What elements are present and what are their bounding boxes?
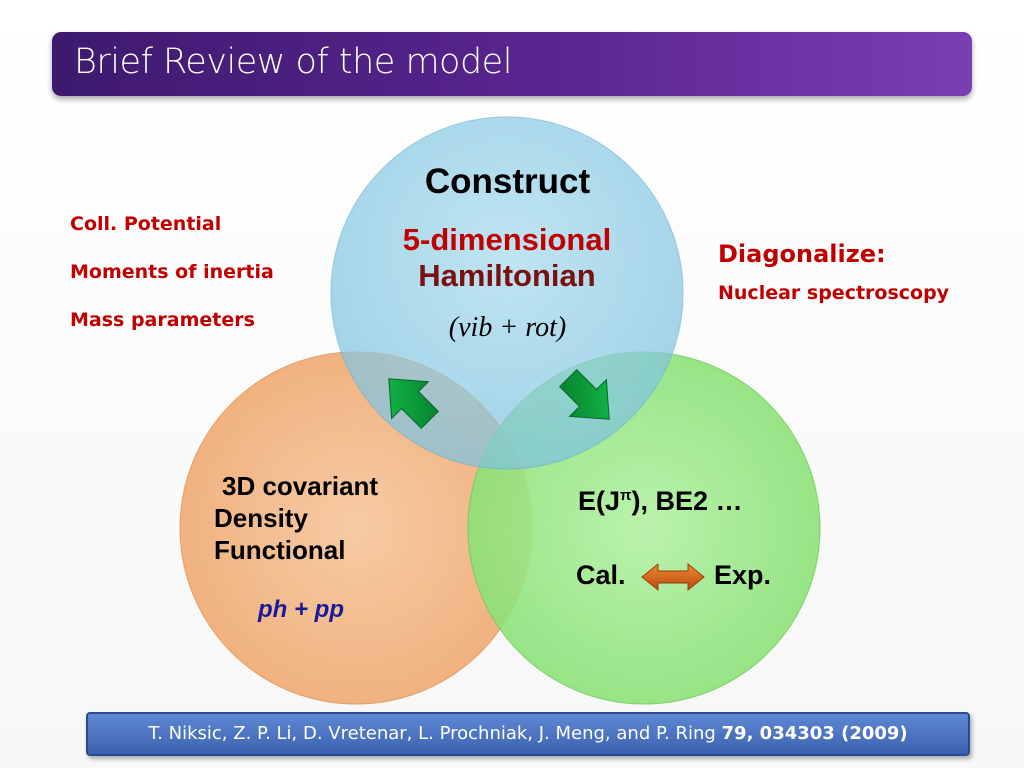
observables-label: E(Jπ), BE2 … [578,486,743,517]
up-right-arrow-icon [388,378,439,429]
down-right-arrow-icon [559,369,610,420]
hamiltonian-line1: 5-dimensional [402,222,612,257]
title-bar: Brief Review of the model [52,32,972,96]
dft-line2: Density [214,503,308,533]
reference-authors: T. Niksic, Z. P. Li, D. Vretenar, L. Pro… [148,723,722,744]
double-arrow-icon [641,562,705,592]
note-coll-potential: Coll. Potential [70,213,222,235]
ph-pp-note: ph + pp [258,596,344,623]
note-moments-of-inertia: Moments of inertia [70,261,274,283]
hamiltonian-line2: Hamiltonian [418,258,596,293]
right-notes: Diagonalize: Nuclear spectroscopy [718,240,949,304]
hamiltonian-label: 5-dimensional Hamiltonian [372,222,642,294]
note-diagonalize: Diagonalize: [718,240,886,268]
page-title: Brief Review of the model [74,42,512,82]
dft-line3: Functional [214,535,346,565]
vib-rot-note: (vib + rot) [448,312,567,343]
reference-citation: 79, 034303 (2009) [721,723,908,744]
observables-prefix: E(J [578,486,621,516]
reference-box: T. Niksic, Z. P. Li, D. Vretenar, L. Pro… [86,712,970,756]
dft-line1: 3D covariant [222,471,379,501]
observables-suffix: ), BE2 … [631,486,743,516]
exp-label: Exp. [714,560,772,590]
cal-label: Cal. [576,560,626,590]
note-nuclear-spectroscopy: Nuclear spectroscopy [718,282,950,304]
observables-sup: π [620,487,632,504]
left-notes: Coll. Potential Moments of inertia Mass … [70,200,274,344]
construct-heading: Construct [424,162,591,201]
note-mass-parameters: Mass parameters [70,309,255,331]
dft-label: 3D covariant Density Functional [214,470,378,566]
